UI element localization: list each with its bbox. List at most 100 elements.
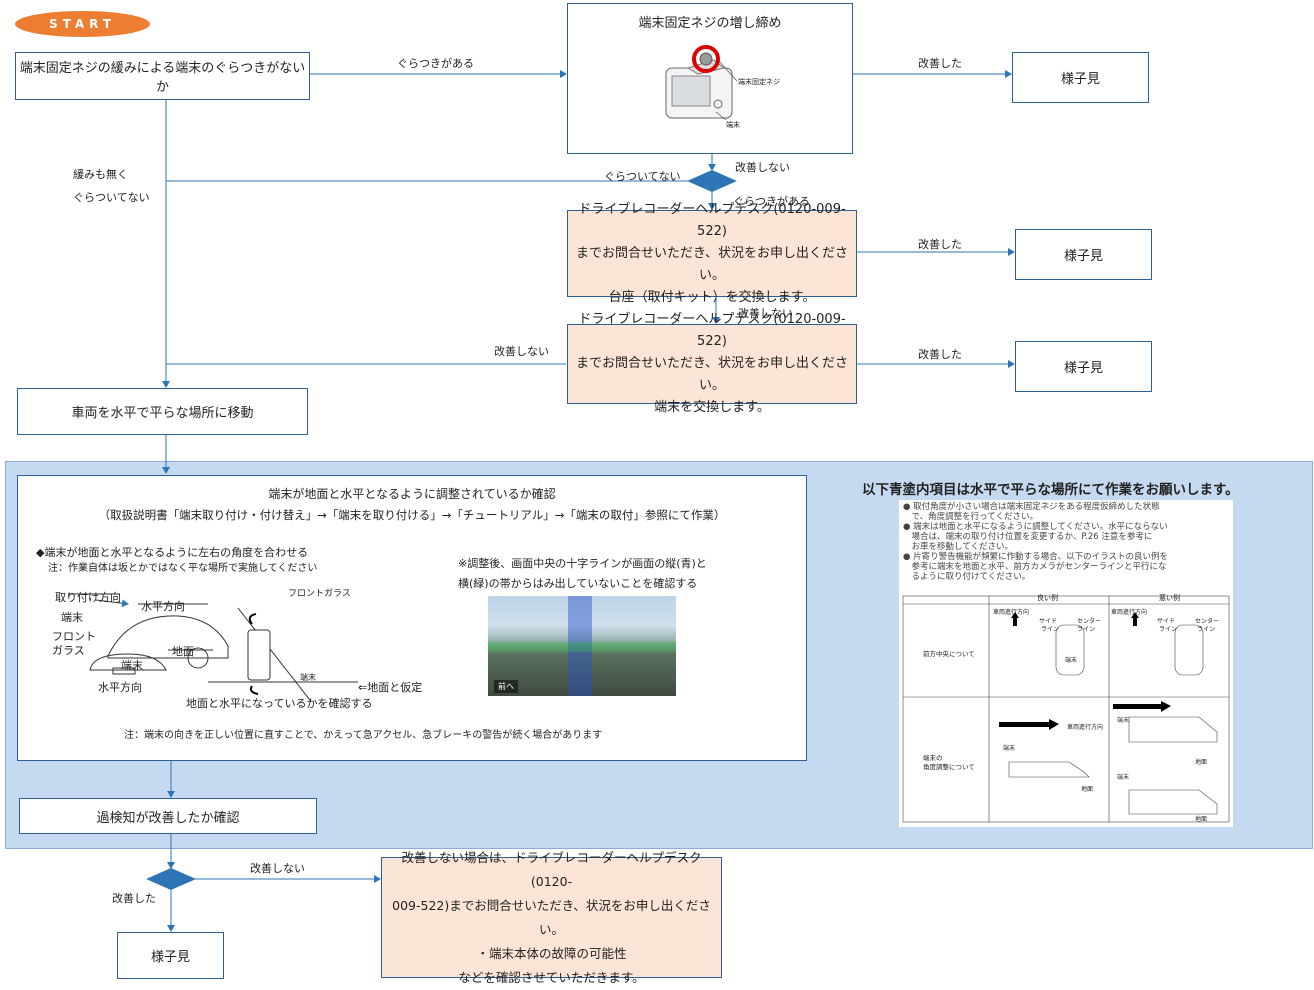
manual-dir-bad: 車両進行方向 [1111,609,1148,616]
camera-screen-image: 前へ [488,596,676,696]
label-not-improved-4: 改善しない [250,862,305,875]
check-improved-box: 過検知が改善したか確認 [19,798,317,834]
adjust-note1: 注：作業自体は坂とかではなく平な場所で実施してください [48,563,318,574]
manual-terminal-good2: 端末 [1003,745,1016,752]
manual-terminal-good: 端末 [1065,657,1078,664]
manual-row2a: 端末の [923,754,943,762]
observe-text-3: 様子見 [1063,361,1103,376]
manual-col-good: 良い例 [1037,594,1058,602]
final-helpdesk-box: 改善しない場合は、ドライブレコーダーヘルプデスク(0120- 009-522)ま… [381,850,722,985]
manual-center-line-bad: ライン [1197,626,1216,633]
final-line3: ・端末本体の故障の可能性 [476,945,627,961]
manual-terminal-bad2: 端末 [1117,717,1130,724]
helpdesk2-line3: 端末を交換します。 [654,400,770,415]
device-screw-illustration [665,45,738,121]
diagram-front1: フロント [52,630,96,643]
manual-dir-good2: 車両進行方向 [1067,724,1104,731]
check-loose-screw-box: 端末固定ネジの緩みによる端末のぐらつきがないか [15,52,310,100]
adjust-ref: （取扱説明書「端末取り付け・付け替え」→「端末を取り付ける」→「チュートリアル」… [98,508,726,522]
diagram-terminal3: 端末 [300,673,316,682]
observe-text-1: 様子見 [1060,72,1100,87]
tighten-screw-box: 端末固定ネジの増し締め 端末固定ネジ 端末 [567,3,853,154]
label-wobbly-2: ぐらつきがある [733,195,810,208]
diagram-terminal2: 端末 [121,659,143,672]
observe-box-3: 様子見 [1015,341,1152,392]
start-badge: START [15,11,150,37]
helpdesk2-line2: までお問合せいただき、状況をお申し出ください。 [575,356,849,393]
manual-ground-good: 地面 [1081,786,1094,793]
helpdesk1-line1: ドライブレコーダーヘルプデスク(0120-009-522) [578,201,846,239]
final-line4: などを確認させていただきます。 [458,969,645,985]
label-not-improved-3: 改善しない [494,345,549,358]
adjust-after1: ※調整後、画面中央の十字ラインが画面の縦(青)と [458,557,707,570]
manual-dir-good: 車両進行方向 [993,609,1030,616]
diagram-front2: ガラス [52,644,85,657]
manual-excerpt-image: ● 取付角度が小さい場合は端末固定ネジをある程度仮締めした状態 で、角度調整を行… [899,500,1233,827]
screw-label: 端末固定ネジ [738,78,780,86]
helpdesk2-line1: ドライブレコーダーヘルプデスク(0120-009-522) [578,312,846,349]
adjust-after2: 横(緑)の帯からはみ出していないことを確認する [458,577,698,590]
diagram-check-level: 地面と水平になっているかを確認する [186,697,373,710]
observe-text-4: 様子見 [150,950,190,965]
adjust-title: 端末が地面と水平となるように調整されているか確認 [268,487,556,501]
manual-ground-bad2: 地面 [1195,816,1208,823]
decision-diamond-2 [146,868,196,890]
final-line1: 改善しない場合は、ドライブレコーダーヘルプデスク(0120- [401,849,702,889]
label-improved-2: 改善した [918,238,962,251]
label-no-loose-2: ぐらついてない [73,191,150,204]
mounting-illustration [68,593,358,701]
manual-side-bad: サイド [1157,618,1176,625]
observe-box-2: 様子見 [1015,229,1152,280]
manual-table [902,595,1230,823]
manual-center-line-good: ライン [1077,626,1096,633]
manual-row2b: 角度調整について [923,763,975,771]
adjust-box: 端末が地面と水平となるように調整されているか確認 （取扱説明書「端末取り付け・付… [17,475,807,761]
adjust-bullet: ◆端末が地面と水平となるように左右の角度を合わせる [36,546,309,559]
horizontal-green-band [488,642,676,652]
camera-back-button[interactable]: 前へ [494,680,518,693]
helpdesk1-line2: までお問合せいただき、状況をお申し出ください。 [575,245,849,283]
label-improved-3: 改善した [918,348,962,361]
move-level-text: 車両を水平で平らな場所に移動 [71,406,254,421]
start-label: START [48,17,117,31]
adjust-note2: 注：端末の向きを正しい位置に直すことで、かえって急アクセル、急ブレーキの警告が続… [124,730,603,741]
manual-line-bad: ライン [1159,626,1178,633]
observe-text-2: 様子見 [1063,249,1103,264]
manual-line-good: ライン [1041,626,1060,633]
helpdesk-box-1: ドライブレコーダーヘルプデスク(0120-009-522) までお問合せいただき… [567,202,857,305]
helpdesk1-line3: 台座（取付キット）を交換します。 [608,289,816,305]
diagram-horizontal: 水平方向 [141,600,185,613]
manual-row1: 前方中央について [923,650,975,658]
decision-diamond-1 [687,170,737,192]
manual-side-good: サイド [1039,618,1058,625]
observe-box-1: 様子見 [1012,52,1149,103]
device-label: 端末 [726,121,740,129]
blue-region-note: 以下青塗内項目は水平で平らな場所にて作業をお願いします。 [862,482,1239,498]
manual-center-good: センター [1077,618,1102,625]
observe-box-4: 様子見 [117,932,224,979]
manual-ground-bad: 地面 [1195,759,1208,766]
diagram-ground: 地面 [172,645,194,658]
helpdesk-box-2: ドライブレコーダーヘルプデスク(0120-009-522) までお問合せいただき… [567,312,857,415]
label-not-improved-1: 改善しない [735,161,790,174]
label-not-wobbly: ぐらついてない [604,170,681,183]
label-not-improved-2: 改善しない [738,307,793,320]
label-improved-4: 改善した [112,892,156,905]
manual-text: ● 取付角度が小さい場合は端末固定ネジをある程度仮締めした状態 で、角度調整を行… [903,502,1168,582]
label-improved-1: 改善した [918,57,962,70]
diagram-terminal: 端末 [61,611,83,624]
check-improved-text: 過検知が改善したか確認 [96,810,240,826]
manual-center-bad: センター [1195,618,1220,625]
label-wobbly-1: ぐらつきがある [397,57,474,70]
final-line2: 009-522)までお問合せいただき、状況をお申し出ください。 [392,897,711,937]
diagram-mount-direction: 取り付け方向 [55,591,121,604]
vertical-blue-band [568,596,592,696]
move-level-box: 車両を水平で平らな場所に移動 [17,388,308,435]
manual-col-bad: 悪い例 [1159,594,1180,602]
diagram-front-glass: フロントガラス [288,589,351,599]
manual-terminal-bad3: 端末 [1117,774,1130,781]
diagram-horizontal2: 水平方向 [98,681,142,694]
diagram-assumed-ground: ⇐地面と仮定 [358,681,423,694]
check-loose-screw-text: 端末固定ネジの緩みによる端末のぐらつきがないか [19,61,306,95]
